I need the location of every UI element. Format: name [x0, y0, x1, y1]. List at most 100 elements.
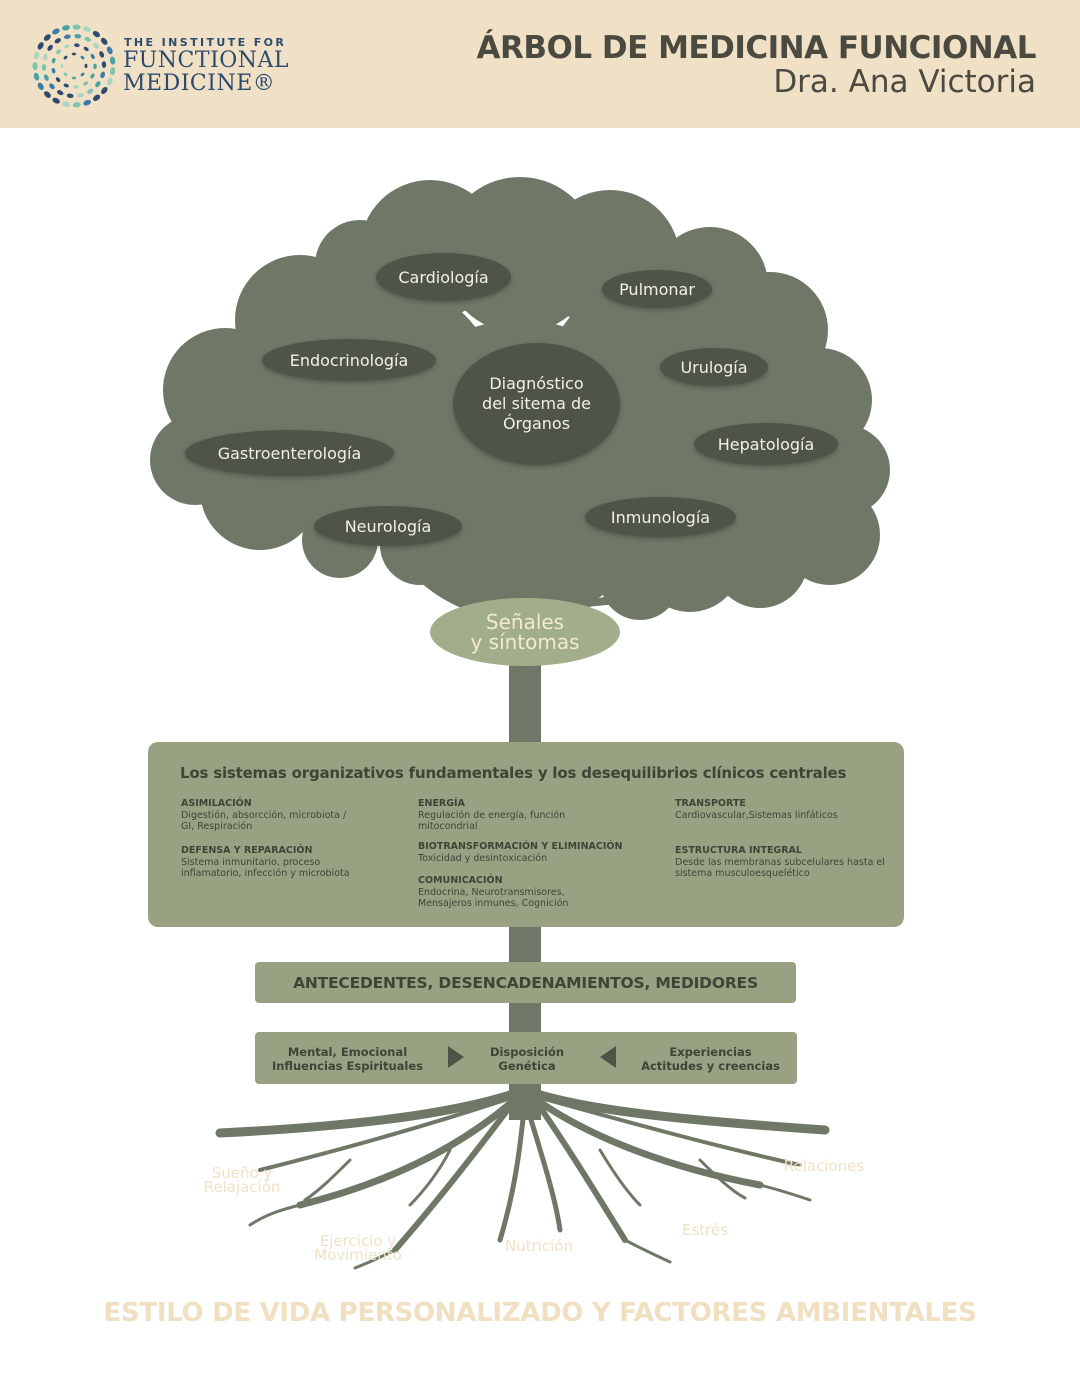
- system-heading: COMUNICACIÓN: [418, 875, 503, 886]
- signals-line1: Señales: [485, 610, 565, 634]
- logo-dot: [47, 44, 53, 51]
- logo-dot: [33, 72, 40, 81]
- arrow-right-icon: [448, 1046, 464, 1068]
- root-label-estres: Estrés: [681, 1221, 729, 1239]
- tree-roots: [215, 1085, 830, 1270]
- logo-dot: [71, 76, 77, 80]
- system-text: Sistema inmunitario, proceso inflamatori…: [181, 856, 350, 880]
- logo-dot: [54, 38, 61, 44]
- system-heading: ENERGÍA: [418, 798, 465, 809]
- root-label-relaciones: Relaciones: [783, 1157, 865, 1175]
- root-label-nutricion: Nutrición: [504, 1237, 574, 1255]
- system-heading: DEFENSA Y REPARACIÓN: [181, 845, 313, 856]
- logo-dot: [57, 90, 64, 96]
- logo-dot: [64, 44, 70, 49]
- logo-dot: [101, 61, 107, 68]
- organ-label: Neurología: [344, 516, 432, 536]
- logo-dot: [44, 91, 51, 98]
- logo-dot: [93, 42, 99, 49]
- logo-text-institute: THE INSTITUTE FOR: [124, 36, 287, 49]
- factor-experiencias: Experiencias Actitudes y creencias: [633, 1045, 788, 1073]
- logo-dot: [90, 73, 95, 79]
- organ-hepatologia: Hepatología: [694, 423, 838, 465]
- logo-dot: [99, 51, 105, 58]
- system-text: Endocrina, Neurotransmisores, Mensajeros…: [418, 886, 569, 910]
- logo-dot: [106, 46, 113, 55]
- factor-genetica: Disposición Genética: [477, 1045, 577, 1073]
- logo-text-medicine: MEDICINE®: [123, 71, 276, 96]
- logo-dot: [72, 102, 81, 108]
- logo-dot: [63, 83, 69, 88]
- logo-dot: [56, 49, 61, 55]
- organ-inmunologia: Inmunología: [585, 497, 736, 537]
- organ-urulogia: Urulogía: [660, 348, 768, 386]
- logo-dot: [83, 99, 92, 106]
- system-energia: ENERGÍA Regulación de energía, función m…: [418, 798, 568, 833]
- root-label-line: Movimiento: [314, 1246, 402, 1264]
- organ-label: Pulmonar: [619, 279, 695, 299]
- logo-dot: [92, 94, 101, 101]
- logo-dot: [49, 83, 55, 90]
- root-label-ejercicio: Ejercicio y Movimiento: [300, 1232, 416, 1264]
- logo-dot: [74, 34, 82, 39]
- logo-dot: [62, 25, 70, 31]
- logo-dot: [63, 72, 68, 77]
- logo-dot: [83, 26, 91, 33]
- arrow-left-icon: [600, 1046, 616, 1068]
- page-subtitle: Dra. Ana Victoria: [773, 64, 1036, 100]
- logo-dot: [95, 81, 101, 88]
- logo-dot: [92, 30, 101, 38]
- logo-dot: [101, 87, 108, 95]
- signals-line2: y síntomas: [470, 630, 580, 654]
- factor-line: Genética: [498, 1059, 556, 1073]
- logo-dot: [80, 55, 85, 60]
- logo-dot: [51, 67, 56, 74]
- root-label-line: Ejercicio y: [319, 1232, 397, 1250]
- logo-dot: [100, 71, 105, 79]
- logo-dot: [37, 82, 44, 91]
- logo-dot: [100, 37, 108, 45]
- systems-panel: Los sistemas organizativos fundamentales…: [148, 742, 904, 927]
- logo-dot: [62, 101, 71, 107]
- logo-dot: [93, 63, 97, 70]
- system-text: Digestión, absorcción, microbiota / GI, …: [181, 809, 347, 833]
- organ-label: Hepatología: [717, 434, 815, 454]
- logo-dot: [52, 97, 60, 104]
- logo-dot: [43, 53, 48, 61]
- signals-symptoms-bubble: Señales y síntomas: [430, 598, 620, 666]
- organ-center-line2: del sitema de: [482, 394, 591, 413]
- factor-line: Mental, Emocional: [287, 1045, 408, 1059]
- organ-label: Cardiología: [398, 267, 489, 287]
- organ-pulmonar: Pulmonar: [602, 270, 712, 308]
- factor-mental: Mental, Emocional Influencias Espiritual…: [265, 1045, 430, 1073]
- logo-text-functional: FUNCTIONAL: [123, 48, 290, 73]
- organ-diagnostico-center: Diagnóstico del sitema de Órganos: [453, 343, 620, 465]
- logo-dot: [41, 64, 47, 71]
- logo-dot: [64, 34, 71, 40]
- organ-label: Inmunología: [610, 507, 711, 527]
- logo-dot: [63, 55, 68, 60]
- logo-dot: [71, 52, 77, 56]
- logo-dot: [87, 88, 94, 94]
- logo-dot: [77, 92, 84, 98]
- logo-dot: [73, 85, 79, 89]
- organ-endocrinologia: Endocrinología: [262, 339, 436, 381]
- organ-label: Urulogía: [680, 357, 748, 377]
- system-comunicacion: COMUNICACIÓN Endocrina, Neurotransmisore…: [418, 875, 598, 910]
- logo-dot: [110, 67, 116, 76]
- logo-dot: [52, 28, 60, 35]
- logo-dot: [80, 72, 85, 77]
- factor-line: Actitudes y creencias: [641, 1059, 780, 1073]
- organ-label: Gastroenterología: [217, 443, 362, 463]
- organ-cardiologia: Cardiología: [376, 253, 511, 301]
- systems-panel-title: Los sistemas organizativos fundamentales…: [180, 764, 847, 782]
- logo-dot: [83, 81, 89, 86]
- logo-dot: [33, 51, 40, 60]
- logo-dot: [109, 56, 116, 65]
- system-defensa: DEFENSA Y REPARACIÓN Sistema inmunitario…: [181, 845, 351, 880]
- organ-center-line3: Órganos: [502, 414, 571, 433]
- logo-dot: [90, 53, 95, 60]
- logo-dot: [84, 63, 88, 69]
- factor-line: Experiencias: [669, 1045, 752, 1059]
